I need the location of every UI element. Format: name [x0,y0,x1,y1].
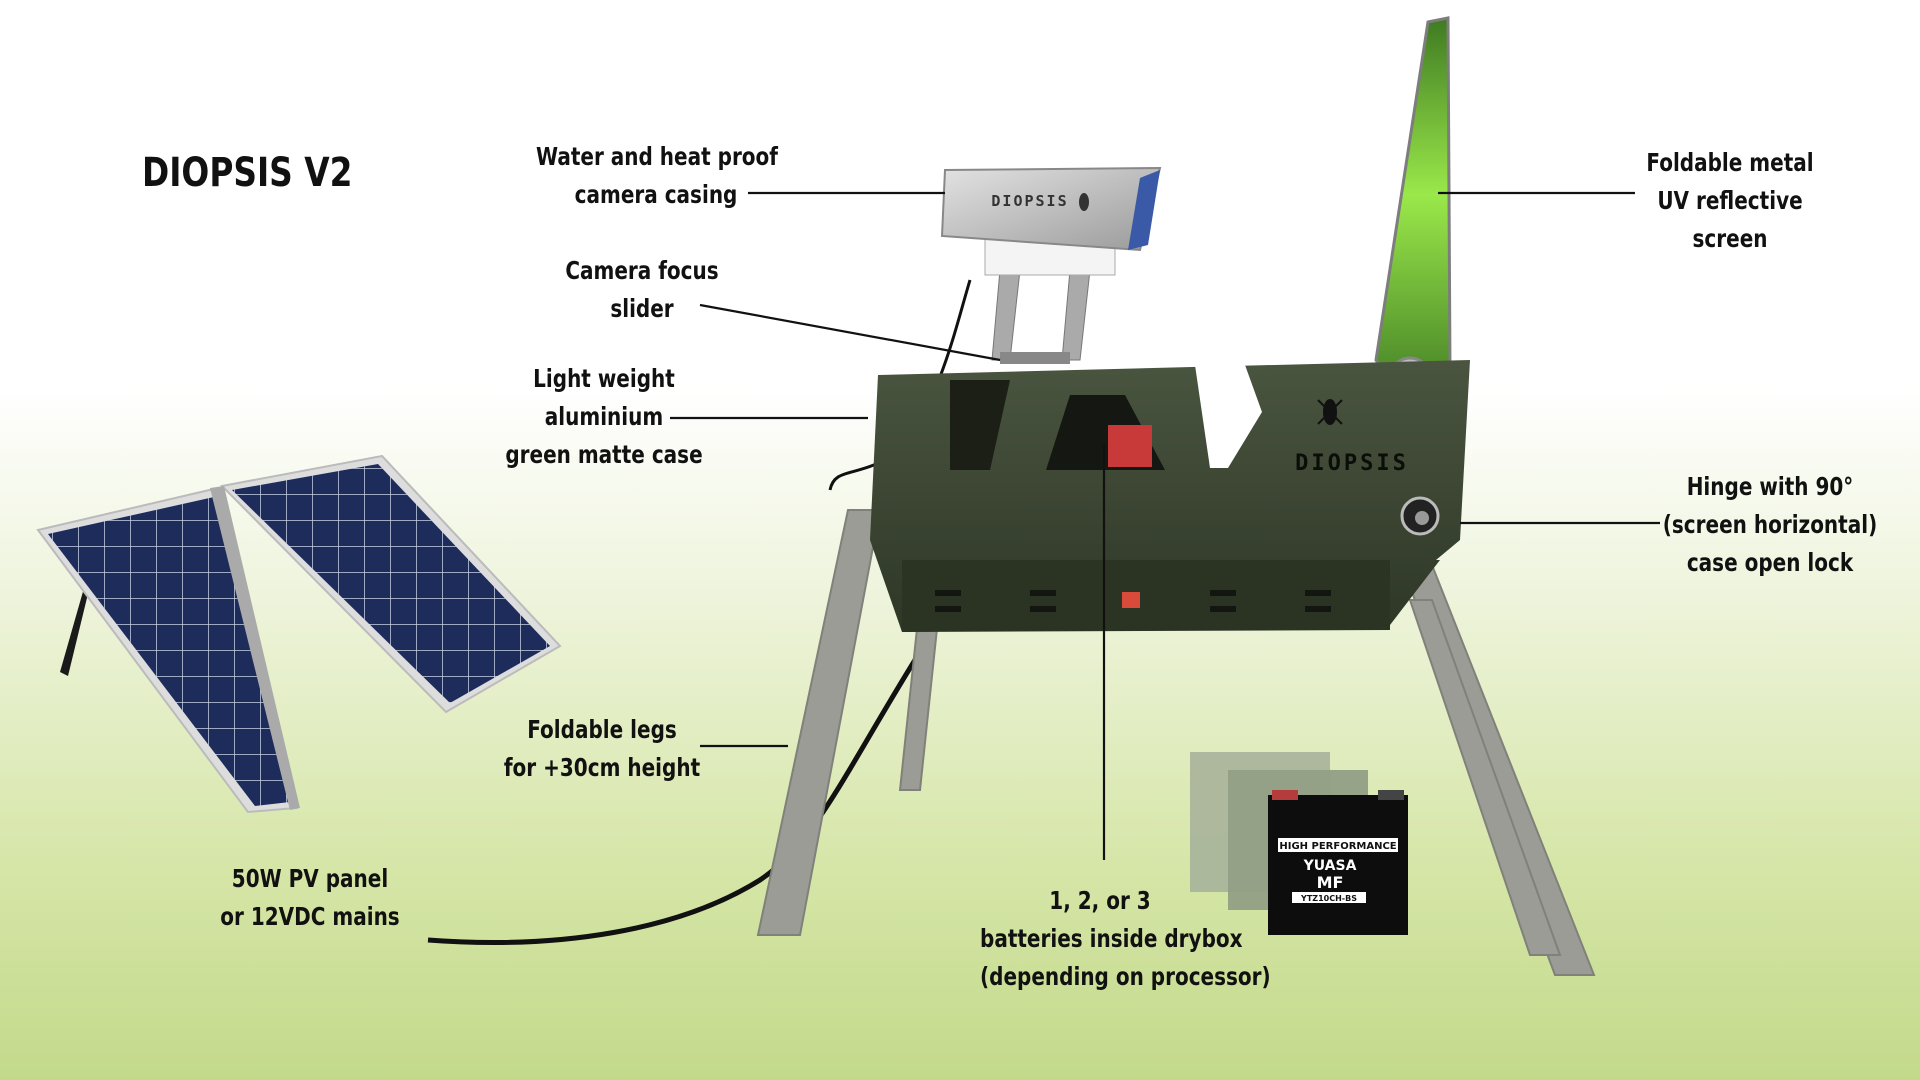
case-logo-text: DIOPSIS [1295,451,1409,476]
label-batteries: 1, 2, or 3 batteries inside drybox (depe… [980,886,1271,991]
battery-brand-text: YUASA [1303,858,1357,874]
label-camera-casing: Water and heat proof camera casing [536,142,778,209]
leader-focus-slider [699,303,1001,362]
label-case: Light weight aluminium green matte case [505,364,703,469]
label-legs: Foldable legs for +30cm height [503,715,701,782]
solar-panel [36,454,562,814]
leg-back-right [1408,599,1562,956]
page-title: DIOPSIS V2 [142,150,353,196]
foldable-legs [756,509,1596,976]
power-switch [1122,592,1140,608]
label-focus-slider: Camera focus slider [565,256,719,323]
panel-hinge [210,486,300,810]
panel-left-cells [48,497,290,806]
battery-inside [1108,425,1152,467]
batteries: HIGH PERFORMANCE YUASA MF YTZ10CH-BS [1190,752,1408,935]
battery-mf-text: MF [1317,873,1344,892]
leg-front-left [756,509,882,936]
camera-lens [1128,170,1160,250]
camera-casing: DIOPSIS [940,166,1162,276]
label-screen: Foldable metal UV reflective screen [1646,148,1814,253]
battery-badge-text: HIGH PERFORMANCE [1279,841,1396,852]
bug-logo [1317,399,1343,425]
uv-screen [1374,16,1452,400]
green-case: DIOPSIS [870,360,1470,632]
panel-right-cells [232,464,550,703]
battery-front [1268,795,1408,935]
battery-model-text: YTZ10CH-BS [1300,894,1357,903]
label-hinge: Hinge with 90° (screen horizontal) case … [1662,472,1878,577]
camera-logo-text: DIOPSIS [991,192,1068,210]
label-pv-panel: 50W PV panel or 12VDC mains [220,864,400,931]
power-cable [427,618,943,945]
leader-lines [670,191,1660,860]
